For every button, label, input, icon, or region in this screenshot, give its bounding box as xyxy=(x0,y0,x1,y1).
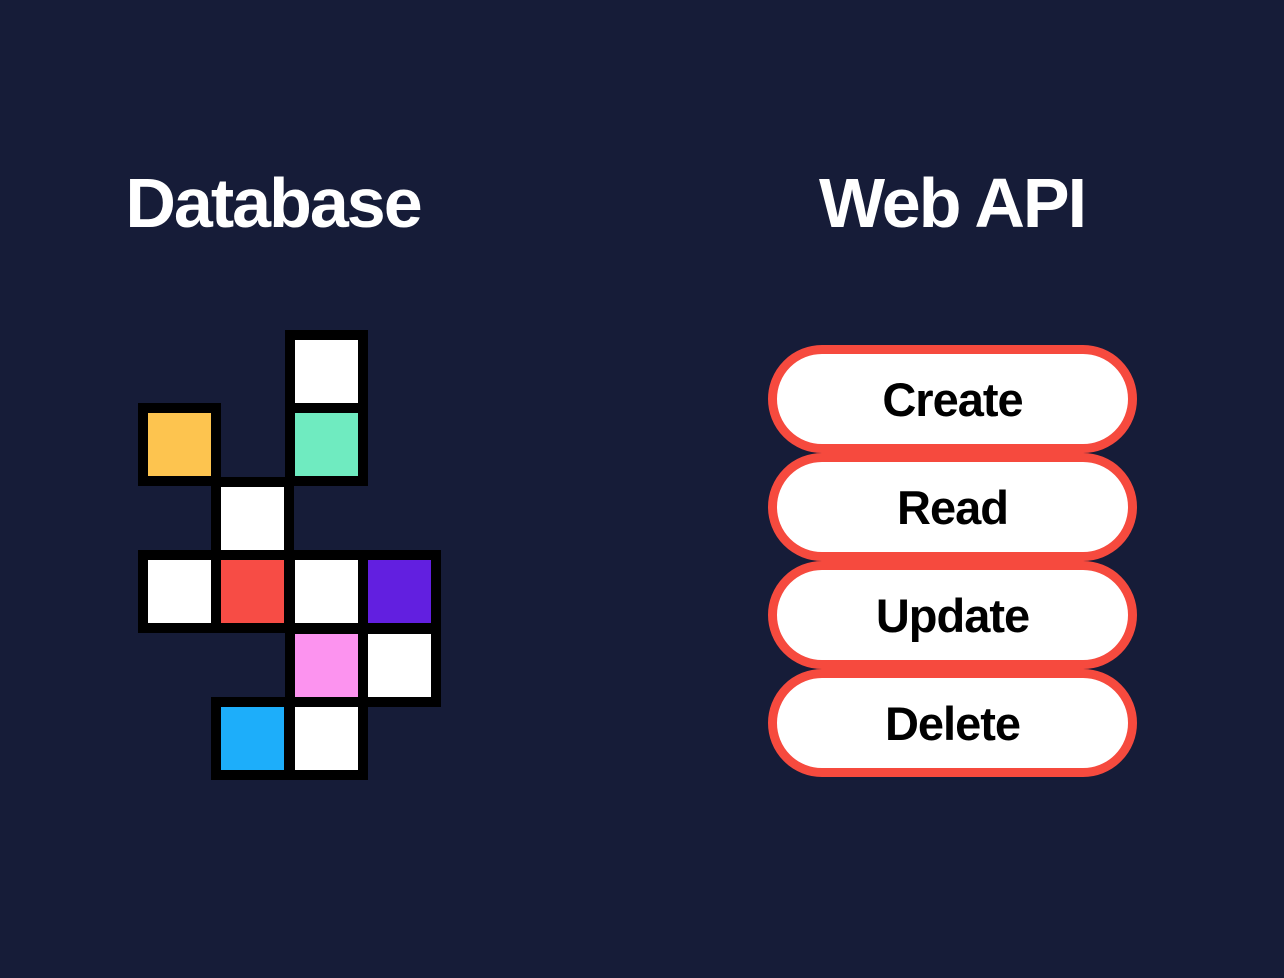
grid-square-white xyxy=(211,476,295,560)
grid-square-white xyxy=(284,550,368,634)
database-title: Database xyxy=(125,164,422,242)
grid-square-blue xyxy=(211,697,295,780)
grid-square-white xyxy=(138,550,221,634)
grid-square-purple xyxy=(358,550,442,634)
create-button[interactable]: Create xyxy=(768,345,1137,453)
grid-square-green xyxy=(284,403,368,487)
delete-button[interactable]: Delete xyxy=(768,669,1137,777)
read-button[interactable]: Read xyxy=(768,453,1137,561)
grid-square-white xyxy=(358,623,442,707)
grid-square-orange xyxy=(138,403,221,487)
grid-square-pink xyxy=(284,623,368,707)
update-button[interactable]: Update xyxy=(768,561,1137,669)
webapi-title: Web API xyxy=(818,164,1087,242)
grid-square-red xyxy=(211,550,295,634)
grid-square-white xyxy=(284,697,368,780)
grid-square-white xyxy=(284,330,368,413)
